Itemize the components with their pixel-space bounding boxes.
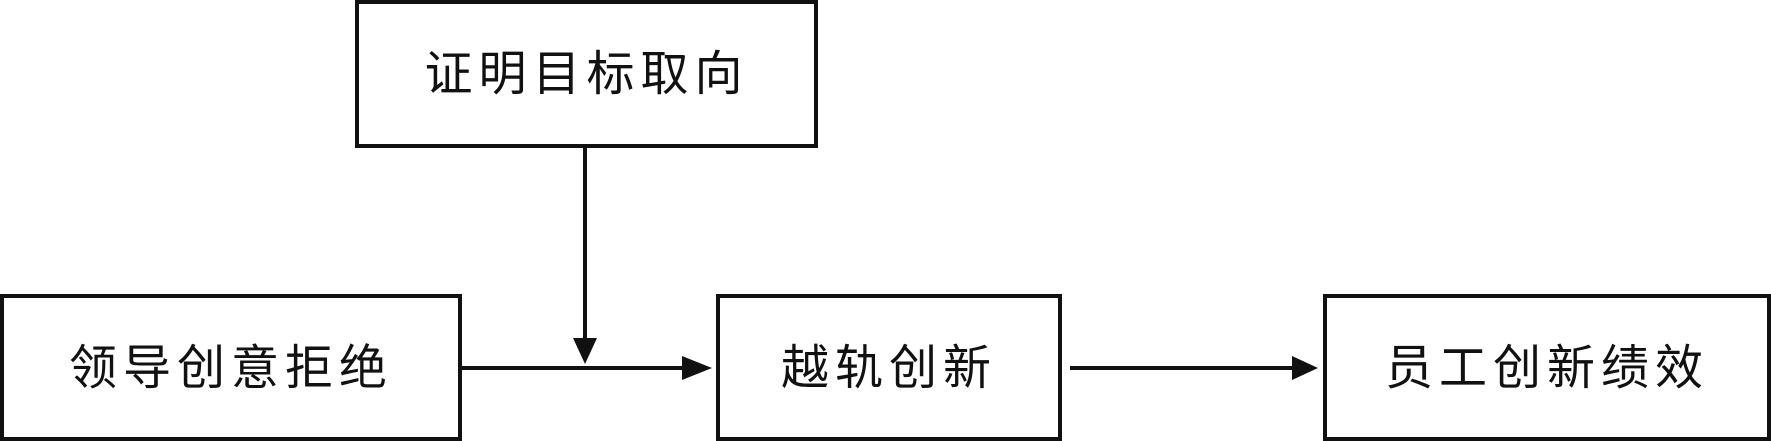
edge-deviant-to-performance bbox=[1070, 356, 1318, 380]
node-moderator: 证明目标取向 bbox=[355, 0, 818, 148]
node-employee-performance: 员工创新绩效 bbox=[1323, 294, 1771, 441]
node-label: 证明目标取向 bbox=[424, 46, 749, 102]
edge-leader-to-deviant bbox=[462, 356, 712, 380]
node-label: 员工创新绩效 bbox=[1384, 339, 1709, 396]
node-label: 领导创意拒绝 bbox=[68, 339, 393, 396]
arrowhead-icon bbox=[1292, 356, 1318, 380]
node-deviant-innovation: 越轨创新 bbox=[716, 294, 1062, 441]
arrowhead-icon bbox=[682, 356, 712, 380]
node-leader-rejection: 领导创意拒绝 bbox=[0, 294, 462, 441]
edge-moderator-to-path bbox=[573, 148, 597, 364]
arrowhead-icon bbox=[573, 338, 597, 364]
node-label: 越轨创新 bbox=[780, 339, 997, 396]
